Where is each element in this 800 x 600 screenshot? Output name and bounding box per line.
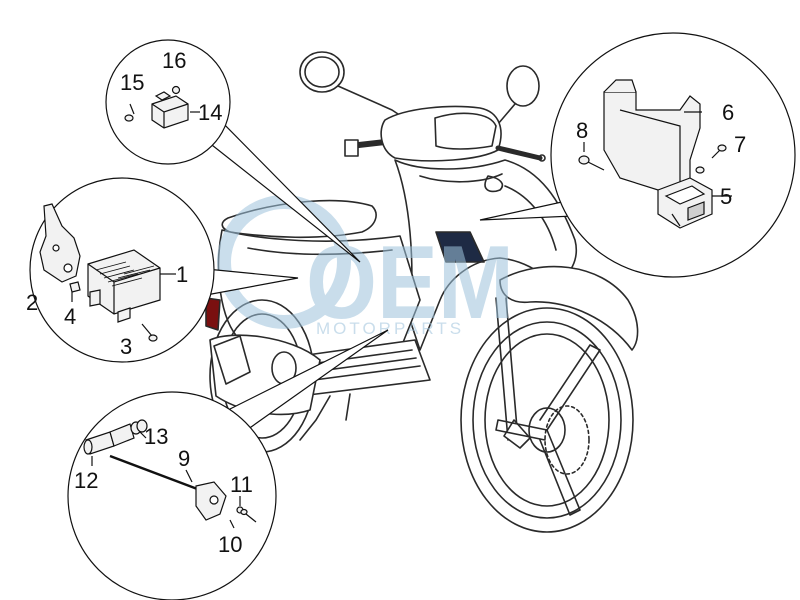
- callout-5: 5: [720, 184, 732, 209]
- callout-1: 1: [176, 262, 188, 287]
- callout-14: 14: [198, 100, 222, 125]
- detail-circle-control-unit: [550, 32, 796, 278]
- screw-7: [695, 144, 727, 174]
- nut-16: [171, 85, 181, 95]
- regulator-1: [87, 249, 161, 323]
- callout-8: 8: [576, 118, 588, 143]
- callout-6: 6: [722, 100, 734, 125]
- pointer-to-front-module: [479, 197, 581, 221]
- front-fender: [495, 265, 639, 449]
- callout-13: 13: [144, 424, 168, 449]
- callout-3: 3: [120, 334, 132, 359]
- callout-10: 10: [218, 532, 242, 557]
- watermark-tagline: MOTORPARTS: [316, 319, 464, 338]
- screw-10: [240, 508, 257, 523]
- detail-circle-regulator: [29, 177, 215, 363]
- handlebar: [344, 105, 546, 162]
- pointer-to-regulator: [189, 267, 299, 299]
- left-mirror: [299, 51, 411, 123]
- grommet-13: [130, 419, 148, 435]
- callout-16: 16: [162, 48, 186, 73]
- callout-pointers: [189, 113, 581, 433]
- cable-9: [109, 454, 227, 521]
- callout-2: 2: [26, 290, 38, 315]
- detail-circle-relay: [105, 39, 231, 165]
- connector-12: [83, 423, 135, 455]
- center-stand: [299, 393, 351, 441]
- callout-labels: 1 2 3 4 5 6 7 8 9 10 11 12 13 14 15 16: [26, 48, 746, 557]
- callout-9: 9: [178, 446, 190, 471]
- callout-15: 15: [120, 70, 144, 95]
- front-wheel: [460, 307, 634, 533]
- detail-circle-cable: [67, 391, 277, 600]
- pointer-to-relay: [197, 113, 361, 263]
- control-unit-5: [657, 177, 713, 229]
- screw-3: [141, 323, 158, 342]
- pointer-to-cable: [223, 329, 389, 433]
- bracket-2: [39, 203, 81, 283]
- callout-4: 4: [64, 304, 76, 329]
- screw-15: [124, 103, 135, 122]
- screw-8: [578, 155, 605, 171]
- callout-12: 12: [74, 468, 98, 493]
- relay-module: [151, 91, 189, 129]
- callout-11: 11: [230, 472, 253, 497]
- callout-7: 7: [734, 132, 746, 157]
- clip-4: [69, 281, 81, 293]
- bracket-6: [603, 79, 701, 201]
